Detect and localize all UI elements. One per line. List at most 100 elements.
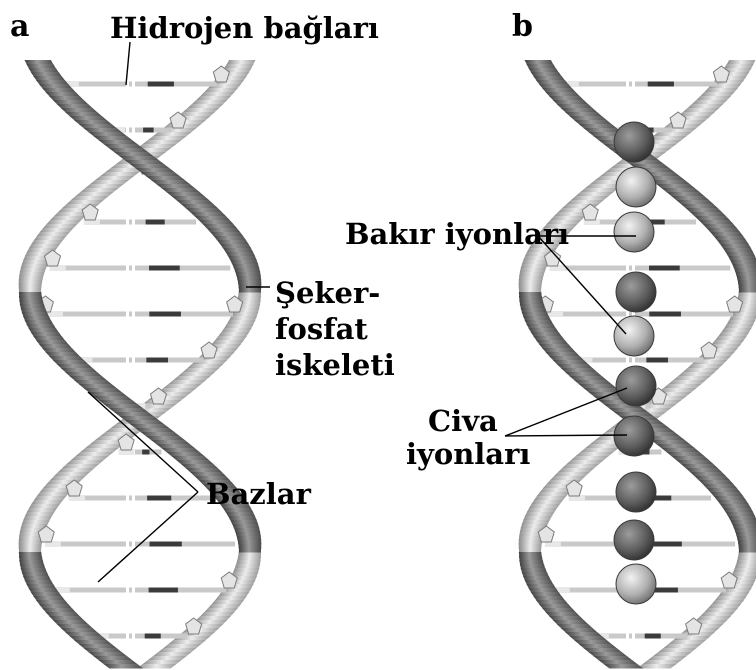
sugar-phosphate-ribbon-segment [217,240,249,245]
sugar-phosphate-ribbon-segment [593,656,632,661]
sugar-phosphate-ribbon-segment [525,580,554,585]
sugar-phosphate-ribbon-segment [690,212,726,217]
sugar-phosphate-ribbon-segment [238,540,262,545]
sugar-phosphate-ribbon-segment [726,512,756,517]
sugar-phosphate-ribbon-segment [642,660,682,665]
sugar-phosphate-ribbon-segment [135,428,175,433]
sugar-phosphate-ribbon-segment [710,232,743,237]
sugar-phosphate-ribbon-segment [200,92,235,97]
sugar-phosphate-ribbon-segment [20,304,45,309]
sugar-phosphate-ribbon-segment [238,292,261,297]
sugar-phosphate-ribbon-segment [575,452,613,457]
sugar-phosphate-ribbon-segment [166,452,204,457]
sugar-phosphate-ribbon-segment [724,64,754,69]
mercury-ion [616,272,656,312]
sugar-phosphate-ribbon-segment [529,504,560,509]
sugar-phosphate-ribbon-segment [666,452,704,457]
sugar-phosphate-ribbon-segment [204,88,238,93]
sugar-phosphate-ribbon-segment [733,568,756,573]
sugar-phosphate-ribbon-segment [208,604,241,609]
sugar-phosphate-ribbon-segment [734,268,756,273]
sugar-phosphate-ribbon-segment [676,200,714,205]
sugar-phosphate-ribbon-segment [704,608,738,613]
sugar-phosphate-ribbon-segment [523,576,551,581]
sugar-phosphate-ribbon-segment [187,364,223,369]
sugar-phosphate-ribbon-segment [531,72,562,77]
sugar-phosphate-ribbon-segment [732,524,756,529]
sugar-phosphate-ribbon-segment [233,568,259,573]
sugar-phosphate-ribbon-segment [70,196,108,201]
sugar-phosphate-ribbon-segment [228,256,257,261]
bases-label: Bazlar [206,477,312,511]
sugar-phosphate-ribbon-segment [545,352,580,357]
sugar-phosphate-ribbon-segment [190,212,226,217]
sugar-phosphate-ribbon-segment [36,492,69,497]
sugar-phosphate-ribbon-segment [130,164,170,169]
sugar-phosphate-ribbon-segment [156,444,195,449]
sugar-phosphate-ribbon-segment [186,468,223,473]
sugar-phosphate-ribbon-segment [549,96,584,101]
sugar-phosphate-ribbon-segment [565,632,602,637]
sugar-phosphate-ribbon-segment [542,348,576,353]
sugar-phosphate-ribbon-segment [519,288,541,293]
sugar-phosphate-ribbon-segment [230,260,258,265]
sugar-phosphate-ribbon-segment [166,192,204,197]
sugar-phosphate-ribbon-segment [221,328,251,333]
sugar-phosphate-ribbon-segment [554,472,590,477]
sugar-phosphate-ribbon-segment [536,80,569,85]
sugar-phosphate-ribbon-segment [33,336,65,341]
sugar-phosphate-ribbon-segment [21,568,47,573]
sugar-phosphate-ribbon-segment [178,372,215,377]
sugar-phosphate-ribbon-segment [731,312,756,317]
sugar-phosphate-ribbon-segment [19,284,42,289]
mercury-ion [616,366,656,406]
sugar-phosphate-ribbon-segment [161,448,200,453]
sugar-phosphate-ribbon-segment [525,512,555,517]
sugar-phosphate-ribbon-segment [714,496,747,501]
sugar-phosphate-ribbon-segment [656,444,695,449]
sugar-phosphate-ribbon-segment [218,332,249,337]
sugar-phosphate-ribbon-segment [720,244,751,249]
sugar-phosphate-ribbon-segment [83,388,122,393]
sugar-phosphate-ribbon-segment [561,368,598,373]
sugar-phosphate-ribbon-segment [703,224,738,229]
sugar-phosphate-ribbon-segment [549,616,584,621]
sugar-phosphate-ribbon-segment [98,140,138,145]
sugar-phosphate-ribbon-segment [22,520,50,525]
sugar-phosphate-ribbon-segment [531,592,562,597]
sugar-phosphate-ribbon-segment [637,664,677,669]
sugar-phosphate-ribbon-segment [714,236,747,241]
sugar-phosphate-ribbon-segment [522,572,549,577]
sugar-phosphate-ribbon-segment [214,236,247,241]
sugar-phosphate-ribbon-segment [528,328,558,333]
sugar-phosphate-ribbon-segment [50,216,86,221]
sugar-phosphate-ribbon-segment [74,120,112,125]
sugar-phosphate-ribbon-segment [19,300,44,305]
sugar-phosphate-ribbon-segment [528,588,558,593]
sugar-phosphate-ribbon-segment [526,64,556,69]
sugar-phosphate-ribbon-segment [536,340,569,345]
mercury-ion [614,122,654,162]
sugar-phosphate-ribbon-segment [566,200,604,205]
sugar-phosphate-ribbon-segment [238,552,261,557]
sugar-phosphate-ribbon-segment [738,540,756,545]
sugar-phosphate-ribbon-segment [699,480,734,485]
sugar-phosphate-ribbon-segment [161,188,200,193]
sugar-phosphate-ribbon-segment [151,180,190,185]
sugar-phosphate-ribbon-segment [53,620,89,625]
sugar-phosphate-ribbon-segment [557,104,593,109]
sugar-phosphate-ribbon-segment [36,340,69,345]
sugar-phosphate-ribbon-segment [98,660,138,665]
sugar-phosphate-ribbon-segment [519,272,544,277]
sugar-phosphate-ribbon-segment [147,136,186,141]
sugar-phosphate-ribbon-segment [727,60,756,65]
sugar-phosphate-ribbon-segment [53,360,89,365]
sugar-phosphate-ribbon-segment [50,476,86,481]
sugar-phosphate-ribbon-segment [171,196,209,201]
sugar-phosphate-ribbon-segment [523,516,552,521]
sugar-phosphate-ribbon-segment [26,64,56,69]
mercury-ions-label-line2: iyonları [406,437,530,471]
sugar-phosphate-ribbon-segment [45,92,80,97]
sugar-phosphate-ribbon-segment [707,488,741,493]
